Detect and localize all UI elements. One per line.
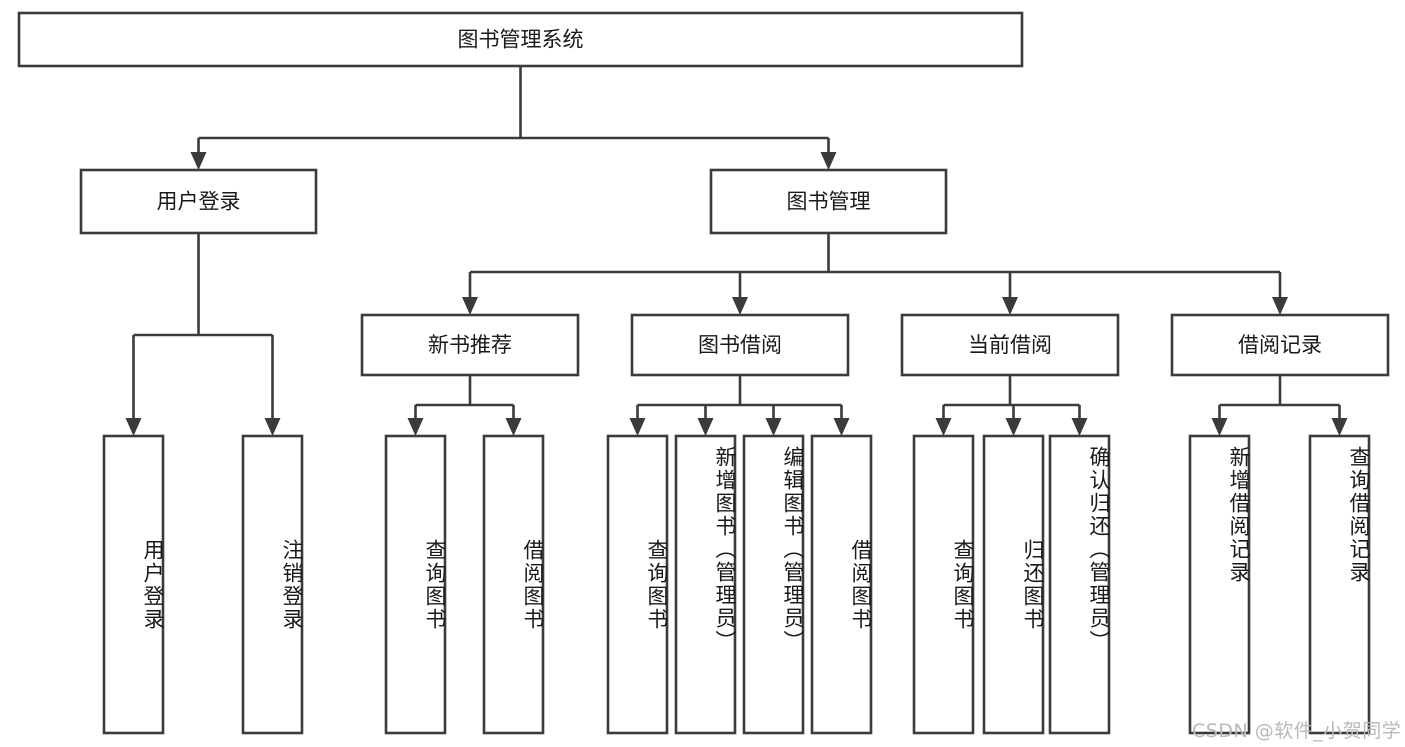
node-leaf-12[interactable]: [1308, 434, 1371, 735]
node-leaf-0[interactable]: [102, 434, 165, 735]
node-leaf-7[interactable]: [810, 434, 873, 735]
arrow-head-icon: [407, 418, 424, 436]
arrow-head-icon: [629, 418, 646, 436]
arrow-head-icon: [1331, 418, 1348, 436]
arrow-head-icon: [833, 418, 850, 436]
node-leaf-2[interactable]: [384, 434, 447, 735]
node-level2-0-label: 用户登录: [157, 190, 241, 214]
node-level3-1[interactable]: 图书借阅: [630, 313, 850, 377]
node-level3-2-label: 当前借阅: [968, 333, 1052, 357]
arrow-head-icon: [820, 152, 837, 170]
csdn-watermark: CSDN @软件_小贺同学: [1192, 720, 1402, 742]
arrow-head-icon: [462, 297, 478, 315]
node-level3-3[interactable]: 借阅记录: [1170, 313, 1390, 377]
node-level3-3-label: 借阅记录: [1238, 333, 1322, 357]
node-leaf-8[interactable]: [912, 434, 975, 735]
node-leaf-6[interactable]: [742, 434, 805, 735]
arrow-head-icon: [935, 418, 952, 436]
node-leaf-11[interactable]: [1188, 434, 1251, 735]
node-leaf-3[interactable]: [482, 434, 545, 735]
arrow-head-icon: [1272, 297, 1288, 315]
node-leaf-4[interactable]: [606, 434, 669, 735]
node-level3-2[interactable]: 当前借阅: [900, 313, 1120, 377]
node-root[interactable]: 图书管理系统: [17, 11, 1024, 68]
node-level2-0[interactable]: 用户登录: [79, 168, 318, 235]
node-level3-0[interactable]: 新书推荐: [360, 313, 580, 377]
arrow-head-icon: [1005, 418, 1022, 436]
node-level3-1-label: 图书借阅: [698, 333, 782, 357]
arrow-head-icon: [1002, 297, 1018, 315]
node-leaf-5[interactable]: [674, 434, 737, 735]
arrow-head-icon: [1071, 418, 1088, 436]
node-level3-0-label: 新书推荐: [428, 333, 512, 357]
arrow-head-icon: [697, 418, 714, 436]
node-leaf-1[interactable]: [241, 434, 304, 735]
node-leaf-9[interactable]: [982, 434, 1045, 735]
arrow-head-icon: [732, 297, 748, 315]
arrow-head-icon: [505, 418, 522, 436]
arrow-head-icon: [264, 418, 281, 436]
arrow-head-icon: [1211, 418, 1228, 436]
connector-layer: [125, 66, 1348, 436]
arrow-head-icon: [190, 152, 207, 170]
node-root-label: 图书管理系统: [458, 28, 584, 52]
node-level2-1-label: 图书管理: [787, 190, 871, 214]
node-leaf-10[interactable]: [1048, 434, 1111, 735]
node-level2-1[interactable]: 图书管理: [709, 168, 948, 235]
arrow-head-icon: [125, 418, 142, 436]
arrow-head-icon: [765, 418, 782, 436]
